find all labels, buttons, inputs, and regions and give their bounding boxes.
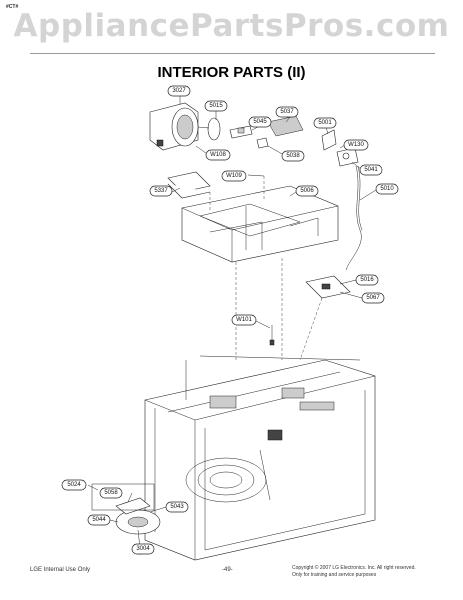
label-w130: W130 [343, 139, 369, 151]
svg-text:W130: W130 [348, 142, 364, 148]
label-5016: 5016 [355, 274, 379, 286]
svg-text:5010: 5010 [380, 186, 394, 192]
label-5010: 5010 [375, 183, 399, 195]
label-3004: 3004 [131, 543, 155, 555]
svg-text:5024: 5024 [67, 482, 81, 488]
air-guide-part [181, 185, 339, 263]
svg-text:5058: 5058 [104, 490, 118, 496]
label-5038: 5038 [281, 150, 305, 162]
stirrer-part [91, 483, 161, 555]
svg-text:5016: 5016 [360, 277, 374, 283]
label-5044: 5044 [87, 514, 111, 526]
label-5067: 5067 [361, 292, 385, 304]
label-3027: 3027 [167, 85, 191, 97]
svg-text:3004: 3004 [136, 546, 150, 552]
header-rule [30, 53, 435, 54]
label-5006: 5006 [295, 185, 319, 197]
svg-text:5041: 5041 [364, 167, 378, 173]
svg-text:5045: 5045 [253, 119, 267, 125]
corner-code: #CT# [6, 4, 19, 10]
svg-text:5038: 5038 [286, 153, 300, 159]
oven-cavity-part [144, 355, 376, 561]
svg-text:W101: W101 [236, 317, 252, 323]
svg-text:W109: W109 [226, 173, 242, 179]
label-5058: 5058 [99, 487, 123, 499]
label-w108: W108 [205, 149, 231, 161]
label-w109: W109 [221, 170, 247, 182]
footer-internal-use: LGE Internal Use Only [30, 567, 91, 573]
svg-text:5043: 5043 [170, 504, 184, 510]
fan-motor-part [149, 102, 221, 151]
label-5037: 5037 [275, 106, 299, 118]
footer-copyright: Copyright © 2007 LG Electronics. Inc. Al… [292, 565, 416, 579]
svg-text:5001: 5001 [318, 120, 332, 126]
label-5041: 5041 [359, 164, 383, 176]
wire-harness [345, 165, 362, 271]
label-5024: 5024 [61, 479, 87, 491]
footer-page-number: -49- [222, 567, 233, 573]
svg-text:5006: 5006 [300, 188, 314, 194]
page-title: INTERIOR PARTS (II) [157, 64, 306, 81]
label-5045: 5045 [248, 116, 272, 128]
svg-text:5044: 5044 [92, 517, 106, 523]
svg-text:5067: 5067 [366, 295, 380, 301]
label-5337: 5337 [149, 185, 173, 197]
svg-text:W108: W108 [210, 152, 226, 158]
bracket-parts [229, 115, 359, 167]
watermark: AppliancePartsPros.com [13, 8, 450, 44]
label-5001: 5001 [313, 117, 337, 129]
svg-text:3027: 3027 [172, 88, 186, 94]
label-w101: W101 [231, 314, 257, 326]
label-5043: 5043 [165, 501, 189, 513]
label-5015: 5015 [204, 100, 228, 112]
part-labels: 3027 5015 5037 5045 5001 W130 5038 W108 … [61, 85, 399, 555]
svg-text:5037: 5037 [280, 109, 294, 115]
training-note: Only for training and service purposes [292, 572, 377, 578]
svg-text:5337: 5337 [154, 188, 168, 194]
svg-text:5015: 5015 [209, 103, 223, 109]
copyright-line: Copyright © 2007 LG Electronics. Inc. Al… [292, 565, 416, 571]
